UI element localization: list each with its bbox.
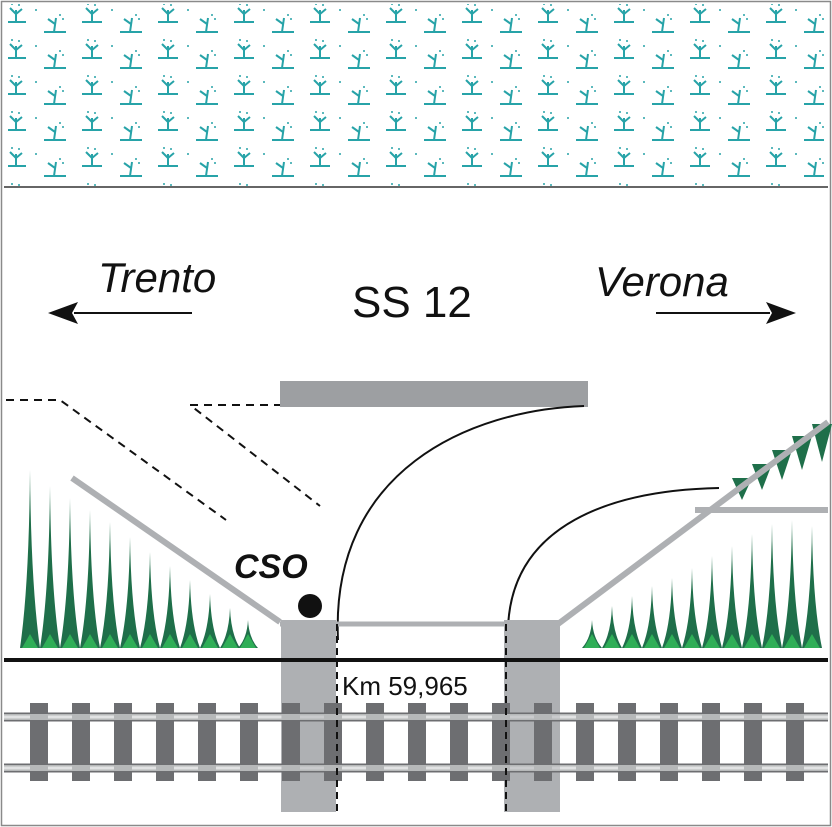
km-label: Km 59,965 [342,671,468,701]
direction-label-left: Trento [98,254,216,301]
vegetation-spike-icon [732,424,832,500]
vegetation-spike-icon [20,470,258,648]
direction-label-right: Verona [595,258,729,305]
railway-track [4,703,828,781]
bridge-deck [280,381,588,407]
cso-label: CSO [234,548,308,586]
ramp-curve-left [336,405,585,641]
dashed-line-left [6,399,227,521]
wetland-area [8,4,824,186]
dashed-line-center [187,404,321,507]
ramp-curve-right [506,487,720,641]
road-label: SS 12 [352,278,472,327]
vegetation-spike-icon [582,520,822,648]
direction-arrow-icon [656,302,796,324]
embankment-left [70,475,282,625]
cso-marker-dot [298,594,322,618]
embankment-right [556,419,830,627]
direction-arrow-icon [48,302,192,324]
km-label-bg [339,668,503,702]
